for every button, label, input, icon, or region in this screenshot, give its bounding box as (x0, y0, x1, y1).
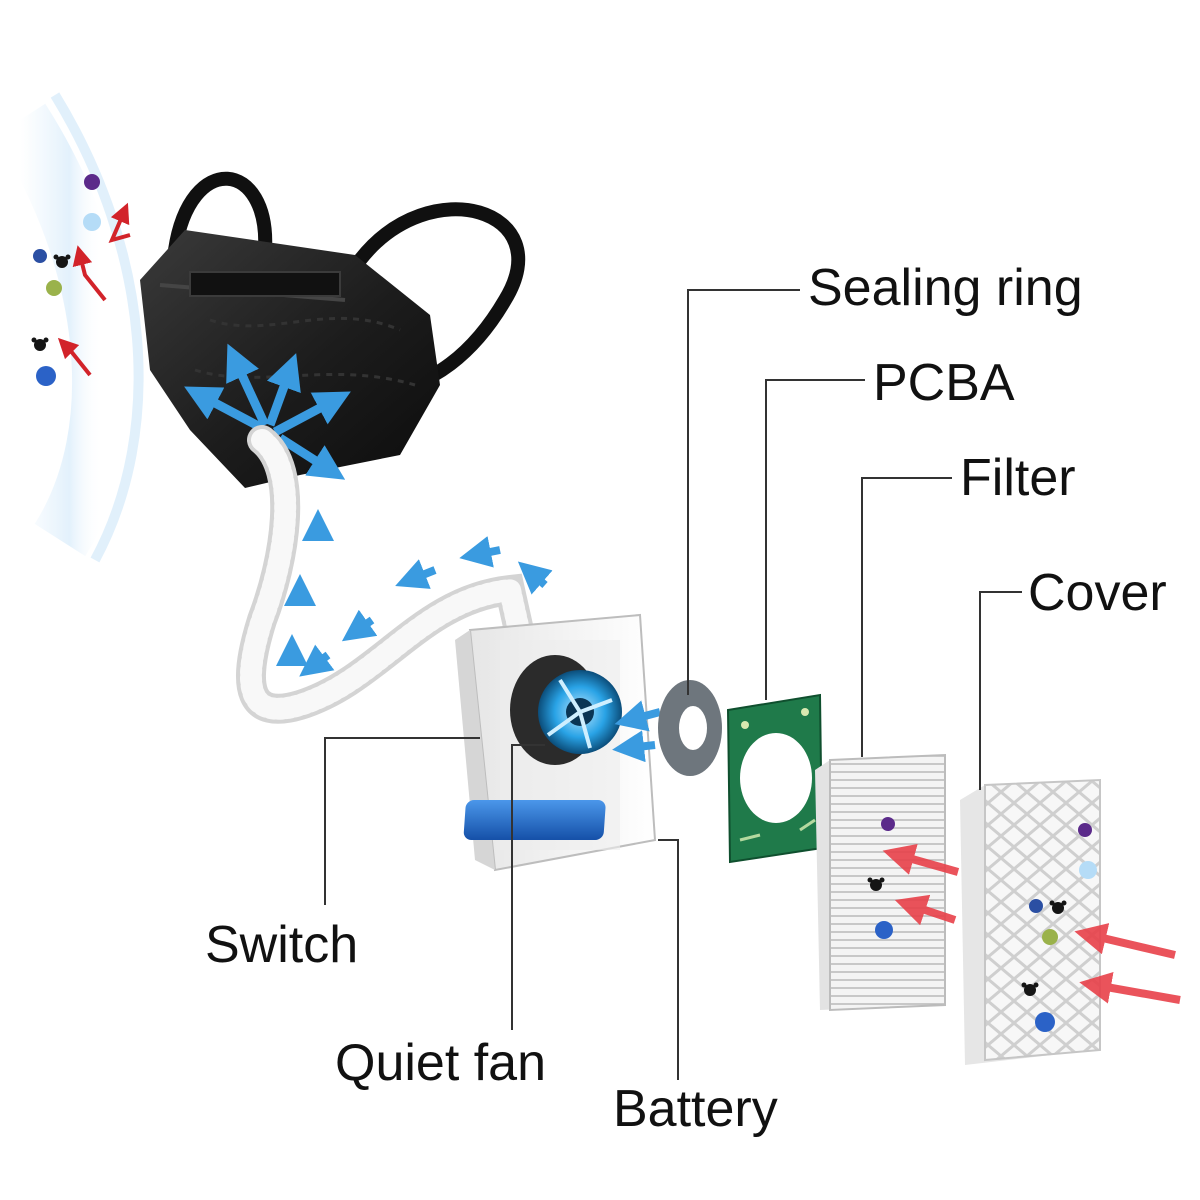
leader-filter (861, 477, 952, 757)
dirty-air-arrows (882, 843, 1181, 1004)
leader-sealing-ring (687, 289, 800, 695)
germ-icon (867, 877, 885, 891)
airborne-particles (31, 174, 101, 386)
particle-icon (36, 366, 56, 386)
label-pcba: PCBA (873, 354, 1015, 412)
main-housing (455, 613, 657, 872)
label-filter: Filter (960, 449, 1076, 507)
particle-icon (83, 213, 101, 231)
particle-icon (1035, 1012, 1055, 1032)
leader-quiet-fan (511, 744, 545, 1030)
ear-loop-back (354, 202, 526, 397)
leader-battery (658, 839, 679, 1080)
clean-air-arrows-mask (184, 343, 351, 480)
particle-icon (1078, 823, 1092, 837)
particle-icon (46, 280, 62, 296)
leader-pcba (765, 379, 865, 700)
sealing-ring (658, 680, 722, 776)
pcba-board (726, 693, 824, 864)
label-cover: Cover (1028, 564, 1167, 622)
battery (463, 800, 606, 840)
label-switch: Switch (205, 916, 358, 974)
leader-switch (324, 737, 480, 905)
label-battery: Battery (613, 1080, 778, 1138)
germ-icon (1021, 982, 1039, 996)
particle-icon (84, 174, 100, 190)
particle-icon (1079, 861, 1097, 879)
label-sealing-ring: Sealing ring (808, 259, 1083, 317)
particle-icon (1042, 929, 1058, 945)
cover (960, 778, 1101, 1065)
leader-cover (979, 591, 1022, 790)
particle-icon (33, 249, 47, 263)
exhaled-air-arrows (57, 202, 131, 377)
label-quiet-fan: Quiet fan (335, 1034, 546, 1092)
germ-icon (53, 254, 71, 268)
clean-air-arrows-tube (276, 509, 553, 677)
filter (815, 753, 946, 1012)
leader-lines (324, 289, 1022, 1080)
germ-icon (31, 337, 49, 351)
face-mask (140, 171, 526, 488)
fan-icon (510, 655, 622, 765)
particle-icon (881, 817, 895, 831)
particle-icon (1029, 899, 1043, 913)
exhale-haze (0, 92, 144, 563)
air-tube (236, 425, 535, 724)
ear-loop-top (168, 171, 273, 252)
particle-icon (875, 921, 893, 939)
germ-icon (1049, 900, 1067, 914)
